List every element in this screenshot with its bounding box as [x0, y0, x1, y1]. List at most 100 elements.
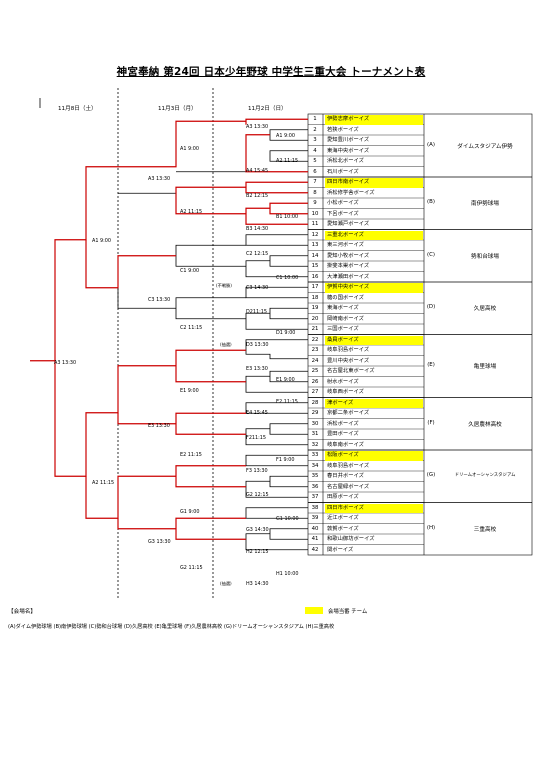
- team-number: 5: [313, 158, 317, 164]
- team-number: 33: [311, 452, 319, 458]
- team-number: 26: [311, 378, 319, 385]
- note-fusen: (不戦勝): [216, 283, 232, 288]
- team-name: 掛斐本巣ボーイズ: [327, 263, 370, 269]
- venue-name: ドリームオーシャンスタジアム: [454, 473, 516, 479]
- team-name: 岐阜羽島ボーイズ: [327, 347, 370, 353]
- team-name: 石川ボーイズ: [327, 168, 359, 175]
- match-label-final: A3 13:30: [54, 360, 77, 366]
- team-number: 22: [311, 336, 319, 343]
- match-label-a1: A1 9:00: [276, 133, 295, 139]
- match-label-g2: G2 12:15: [246, 492, 269, 498]
- match-label-g3: G3 14:30: [246, 527, 269, 533]
- team-number: 7: [313, 179, 317, 185]
- team-number: 9: [313, 200, 317, 206]
- team-number: 30: [311, 420, 319, 427]
- team-name: 浜松修学舎ボーイズ: [327, 189, 375, 196]
- venue-code: (D): [426, 304, 436, 311]
- day-header-nov2: 11月2日（日）: [248, 106, 287, 112]
- match-label-e1: E1 9:00: [276, 377, 295, 383]
- note-lottery-h: (抽選): [220, 581, 232, 586]
- team-name: 岐阜西ボーイズ: [327, 389, 364, 395]
- team-name: 東三河ボーイズ: [327, 242, 364, 248]
- match-label-e2-r2: E2 11:15: [180, 452, 202, 458]
- venue-name: 三重高校: [473, 526, 497, 533]
- match-label-a2: A2 11:15: [276, 158, 299, 164]
- team-name: 春日井ボーイズ: [327, 473, 364, 479]
- team-name: 愛知瀬戸ボーイズ: [327, 221, 370, 227]
- match-label-a2-r2: A2 11:15: [180, 209, 203, 215]
- team-name: 三重北ボーイズ: [325, 230, 423, 240]
- team-name: 四日市南ボーイズ: [325, 178, 423, 188]
- team-number: 18: [311, 294, 319, 301]
- team-number: 38: [311, 504, 319, 511]
- team-name: 下呂ボーイズ: [327, 210, 359, 217]
- team-name: 桑員ボーイズ: [325, 335, 423, 345]
- match-label-f3: F3 13:30: [246, 468, 268, 474]
- match-label-e1-r2: E1 9:00: [180, 388, 199, 394]
- team-name: 東海ボーイズ: [327, 305, 359, 311]
- day-header-nov8: 11月8日（土）: [58, 106, 97, 112]
- match-label-g3-r3: G3 13:30: [148, 539, 171, 545]
- team-number: 20: [311, 315, 319, 322]
- team-number: 23: [311, 347, 319, 353]
- team-number: 6: [313, 168, 317, 175]
- match-label-a3-r3: A3 13:30: [148, 176, 171, 182]
- team-name: 浜松ボーイズ: [327, 420, 359, 427]
- match-label-d3: D3 13:30: [246, 342, 269, 348]
- team-name: 関ボーイズ: [327, 546, 354, 553]
- team-name: 岡崎南ボーイズ: [327, 315, 364, 322]
- team-name: 岐阜南ボーイズ: [327, 441, 364, 448]
- team-name: 近江ボーイズ: [327, 515, 359, 521]
- team-name: 三国ボーイズ: [327, 326, 359, 332]
- match-label-b1: B1 10:00: [276, 214, 299, 220]
- team-name: 田原ボーイズ: [327, 494, 359, 500]
- team-name: 伊勢志摩ボーイズ: [325, 115, 423, 125]
- match-label-c3: C3 14:30: [246, 285, 269, 291]
- team-number: 21: [311, 326, 319, 332]
- team-name: 敦賀ボーイズ: [327, 525, 359, 532]
- match-label-e3-r3: E3 13:30: [148, 423, 170, 429]
- venue-code: (F): [427, 419, 435, 426]
- team-name: 京都二条ボーイズ: [327, 410, 370, 416]
- match-label-h3: H3 14:30: [246, 581, 269, 587]
- team-number: 24: [311, 357, 319, 364]
- host-swatch: [305, 607, 323, 614]
- legend-title: 【会場名】: [8, 609, 36, 615]
- legend-venues: (A)ダイム伊勢球場 (B)南伊勢球場 (C)勢和台球場 (D)久居高校 (E)…: [8, 624, 335, 630]
- match-label-a3: A3 13:30: [246, 124, 269, 130]
- match-label-a1-semi: A1 9:00: [92, 238, 111, 244]
- team-name: 四日市ボーイズ: [325, 503, 423, 513]
- team-number: 11: [311, 221, 319, 227]
- match-label-c1-r2: C1 9:00: [180, 268, 200, 274]
- team-number: 36: [311, 483, 319, 490]
- team-number: 41: [311, 536, 319, 542]
- team-number: 2: [313, 126, 317, 133]
- team-name: 豊川中央ボーイズ: [327, 357, 370, 364]
- team-name: 小松ボーイズ: [327, 200, 359, 206]
- match-label-b3: B3 14:30: [246, 226, 269, 232]
- match-label-e3: E3 13:30: [246, 366, 268, 372]
- team-name: 愛知小牧ボーイズ: [327, 252, 370, 259]
- match-label-a1-r2: A1 9:00: [180, 146, 199, 152]
- team-number: 34: [311, 462, 319, 469]
- team-number: 8: [313, 189, 317, 196]
- venue-code: (H): [426, 524, 436, 531]
- team-number: 40: [311, 525, 319, 532]
- match-label-c2: C2 12:15: [246, 251, 269, 257]
- team-number: 13: [311, 242, 319, 248]
- team-name: 松阪ボーイズ: [325, 451, 423, 461]
- note-lottery-d: (抽選): [220, 342, 232, 347]
- match-label-b2: B2 12:15: [246, 193, 269, 199]
- team-name: 若狭ボーイズ: [327, 126, 359, 133]
- team-number: 19: [311, 305, 319, 311]
- page-title: 神宮奉納 第24回 日本少年野球 中学生三重大会 トーナメント表: [116, 66, 426, 78]
- match-label-a2-semi: A2 11:15: [92, 480, 115, 486]
- match-label-d1: D1 9:00: [276, 330, 296, 336]
- team-number: 35: [311, 473, 319, 479]
- team-number: 3: [313, 137, 317, 143]
- team-number: 32: [311, 441, 319, 448]
- team-number: 1: [313, 116, 317, 122]
- venue-code: (G): [426, 472, 436, 479]
- team-name: 東海中央ボーイズ: [327, 147, 370, 154]
